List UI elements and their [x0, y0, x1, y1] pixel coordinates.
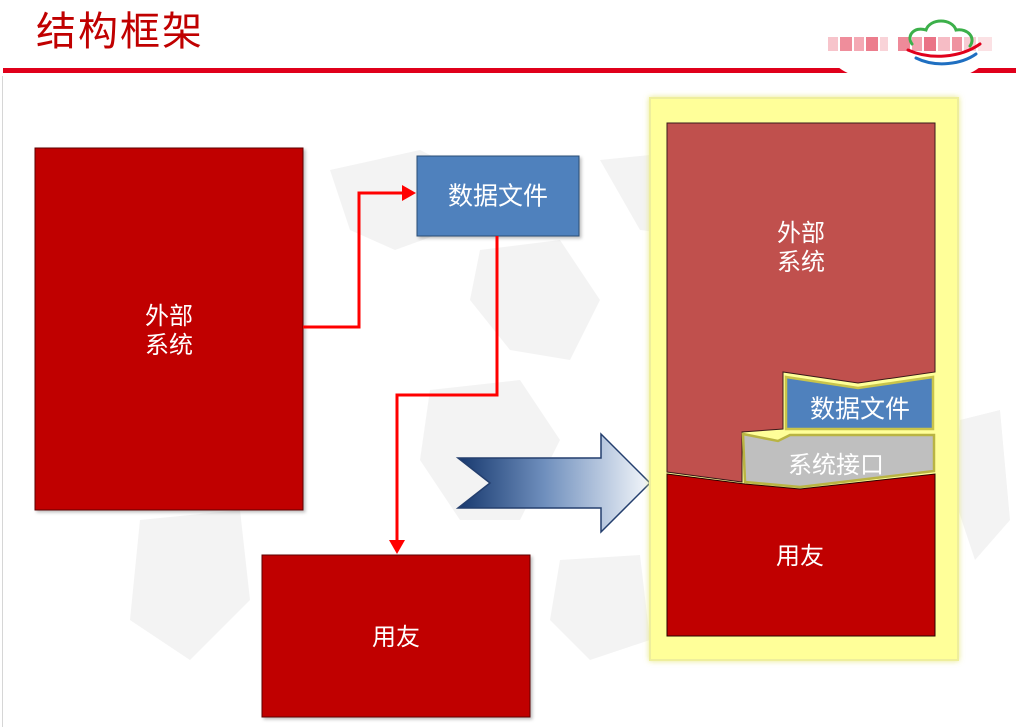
- right-external-system-label-line1: 外部: [777, 219, 825, 247]
- left-edge-line: [2, 76, 3, 727]
- left-yonyou-box: [261, 554, 531, 718]
- page-title: 结构框架: [36, 9, 204, 55]
- left-external-system-label-line2: 系统: [145, 331, 193, 359]
- right-system-interface-block: [741, 432, 936, 489]
- left-diagram: 外部 系统 数据文件 用友: [34, 147, 580, 718]
- arrowhead-icon: [389, 540, 405, 554]
- left-external-system-box: [34, 147, 304, 511]
- connector-external-to-data-file: [303, 191, 405, 329]
- logo-area: [828, 19, 992, 66]
- right-system-interface-label: 系统接口: [788, 451, 884, 479]
- right-external-system-block: [666, 122, 936, 483]
- right-yonyou-label: 用友: [776, 542, 824, 570]
- right-diagram: 外部 系统 数据文件 系统接口 用友: [649, 97, 959, 661]
- left-yonyou-label: 用友: [372, 623, 420, 651]
- right-yonyou-block: [666, 473, 936, 637]
- header-divider: [3, 68, 1016, 73]
- right-data-file-block: [784, 375, 935, 431]
- left-data-file-label: 数据文件: [448, 182, 548, 211]
- right-data-file-label: 数据文件: [810, 395, 910, 424]
- block-arrow-right-icon: [455, 432, 652, 534]
- connector-data-file-to-yonyou: [395, 236, 499, 543]
- cloud-logo-icon: [906, 19, 982, 66]
- right-external-system-label-line2: 系统: [777, 248, 825, 276]
- arrowhead-icon: [402, 185, 416, 201]
- left-data-file-box: [416, 155, 580, 237]
- left-external-system-label-line1: 外部: [145, 302, 193, 330]
